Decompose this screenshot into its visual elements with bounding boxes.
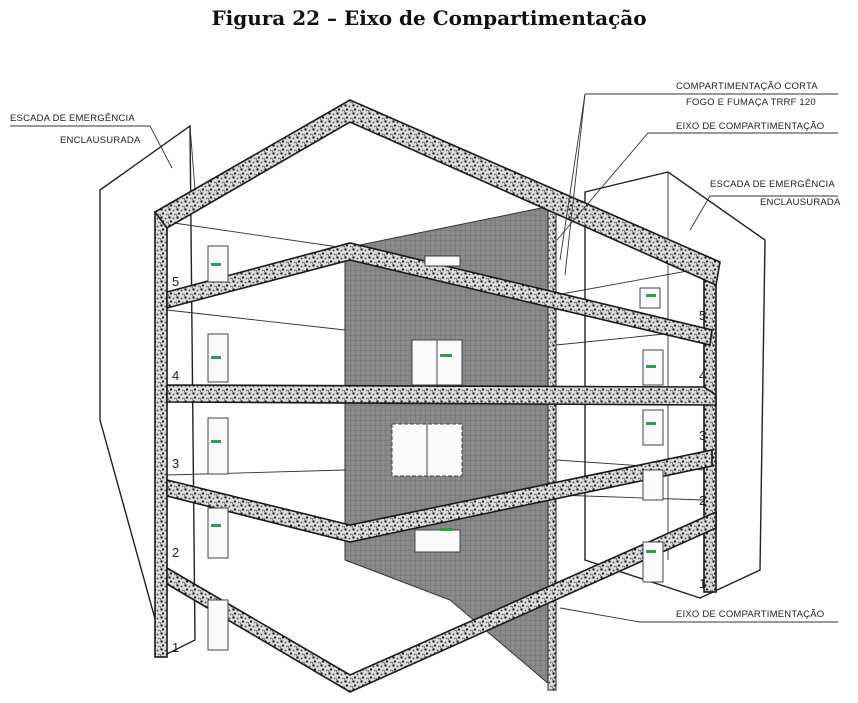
label-left-stair-line1: ESCADA DE EMERGÊNCIA: [10, 113, 135, 124]
building-frame: [154, 211, 717, 658]
left-stair-tower: [99, 124, 196, 657]
right-doors: [639, 287, 664, 583]
slab-floor-4: [166, 384, 717, 406]
label-fire-line2: FOGO E FUMAÇA TRRF 120: [686, 97, 816, 108]
floor-number-left-5: 5: [172, 274, 179, 289]
annotations: ESCADA DE EMERGÊNCIA ENCLAUSURADA COMPAR…: [10, 81, 841, 620]
left-doors: [207, 245, 229, 651]
slab-floor-2: [166, 510, 717, 693]
label-axis-top: EIXO DE COMPARTIMENTAÇÃO: [676, 121, 824, 132]
label-axis-bottom: EIXO DE COMPARTIMENTAÇÃO: [676, 609, 824, 620]
leader-lines: [10, 93, 838, 623]
label-right-stair-line2: ENCLAUSURADA: [760, 197, 841, 208]
floor-number-left-1: 1: [172, 640, 179, 655]
floor-number-right-4: 4: [699, 368, 706, 383]
floor-number-right-1: 1: [699, 576, 706, 591]
label-left-stair-line2: ENCLAUSURADA: [60, 135, 141, 146]
slab-floor-5: [166, 242, 713, 346]
floor-slabs: [153, 99, 721, 693]
roof-slab: [153, 99, 721, 287]
label-right-stair-line1: ESCADA DE EMERGÊNCIA: [710, 179, 835, 190]
compartment-doors: [391, 255, 463, 553]
floor-numbers-left: 5 4 3 2 1: [172, 274, 179, 655]
floor-number-right-2: 2: [699, 493, 706, 508]
floor-number-right-3: 3: [699, 428, 706, 443]
label-fire-line1: COMPARTIMENTAÇÃO CORTA: [676, 81, 818, 92]
floor-number-left-3: 3: [172, 456, 179, 471]
figure-title: Figura 22 – Eixo de Compartimentação: [211, 6, 647, 30]
right-stair-tower: [584, 171, 766, 599]
floor-numbers-right: 5 4 3 2 1: [699, 308, 706, 591]
slab-floor-3: [166, 449, 713, 543]
floor-number-left-4: 4: [172, 368, 179, 383]
floor-number-left-2: 2: [172, 545, 179, 560]
floor-number-right-5: 5: [699, 308, 706, 323]
